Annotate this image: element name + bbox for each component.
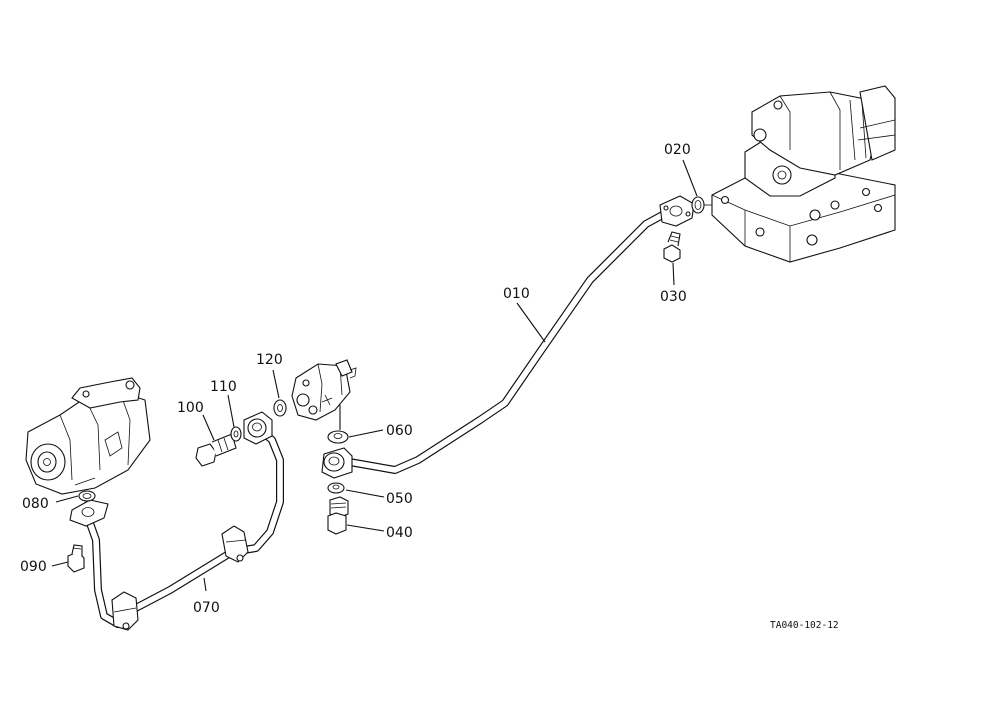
pipe-010 [321,195,695,479]
o-ring-020 [691,196,705,214]
banjo-bolt-100 [195,433,237,467]
washer-060 [327,430,349,444]
washer-050 [327,482,345,494]
banjo-bolt-040 [327,496,349,535]
valve-block [291,359,357,421]
bolt-090 [67,544,85,573]
label-010: 010 [503,286,530,302]
label-050: 050 [386,491,413,507]
washer-110 [230,426,242,442]
label-090: 090 [20,559,47,575]
bolt-030 [663,231,681,263]
transmission-housing [700,85,896,263]
label-100: 100 [177,400,204,416]
label-080: 080 [22,496,49,512]
label-060: 060 [386,423,413,439]
label-040: 040 [386,525,413,541]
o-ring-080 [78,490,96,502]
washer-120 [273,399,287,417]
hydraulic-pump [25,377,151,495]
leader-lines [51,159,698,592]
reference-code: TA040-102-12 [770,620,839,631]
pipe-070 [69,411,284,631]
label-120: 120 [256,352,283,368]
label-030: 030 [660,289,687,305]
label-110: 110 [210,379,237,395]
label-070: 070 [193,600,220,616]
label-020: 020 [664,142,691,158]
